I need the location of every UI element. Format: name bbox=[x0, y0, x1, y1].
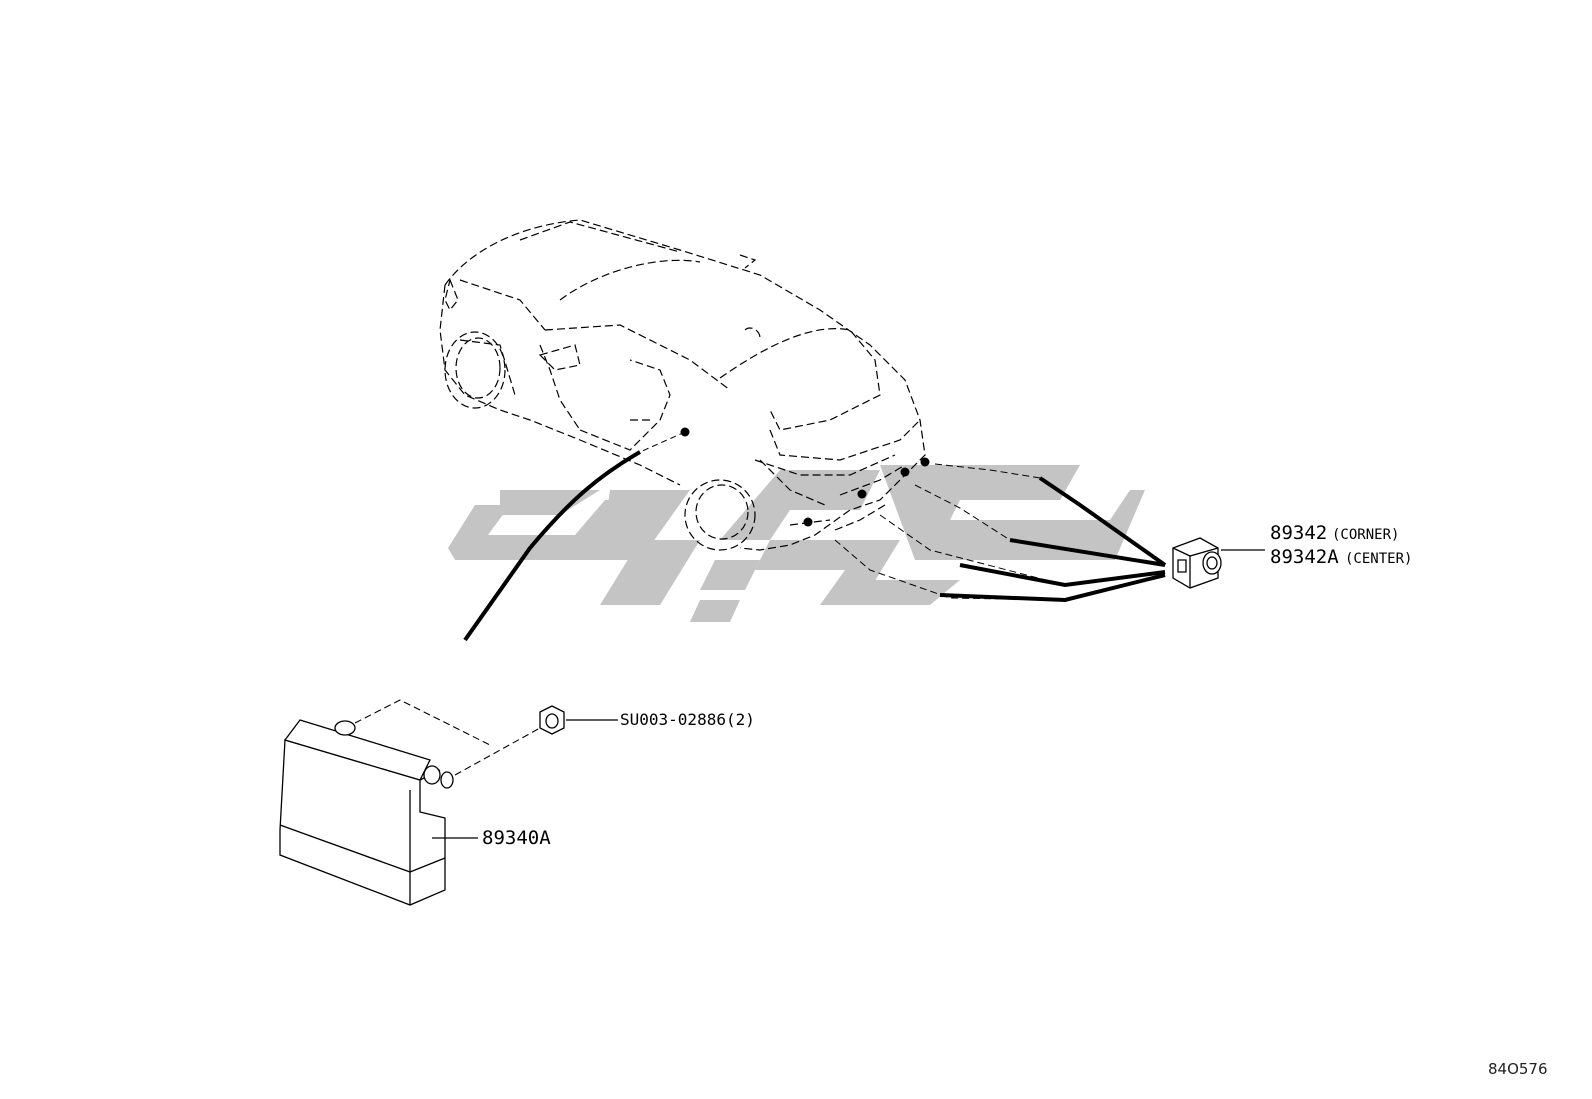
diagram-reference-code: 84O576 bbox=[1488, 1060, 1548, 1078]
car-wheels bbox=[445, 332, 755, 550]
sensor-leader-lines bbox=[835, 464, 1165, 600]
part-number-bolt: SU003-02886(2) bbox=[620, 710, 755, 729]
part-number-corner: 89342 bbox=[1270, 522, 1328, 544]
ecu-module-icon bbox=[280, 720, 478, 905]
car-outline bbox=[440, 220, 925, 550]
part-number-ecu: 89340A bbox=[482, 827, 551, 849]
nut-icon bbox=[540, 706, 618, 734]
sensor-points bbox=[680, 427, 930, 527]
part-note-center: (CENTER) bbox=[1345, 551, 1413, 567]
watermark-logo bbox=[448, 465, 1145, 622]
part-note-corner: (CORNER) bbox=[1332, 527, 1400, 543]
part-number-center: 89342A bbox=[1270, 546, 1339, 568]
parking-sensor-icon bbox=[1173, 538, 1265, 588]
ecu-mount-lines bbox=[355, 700, 540, 775]
ecu-wire bbox=[465, 432, 685, 640]
